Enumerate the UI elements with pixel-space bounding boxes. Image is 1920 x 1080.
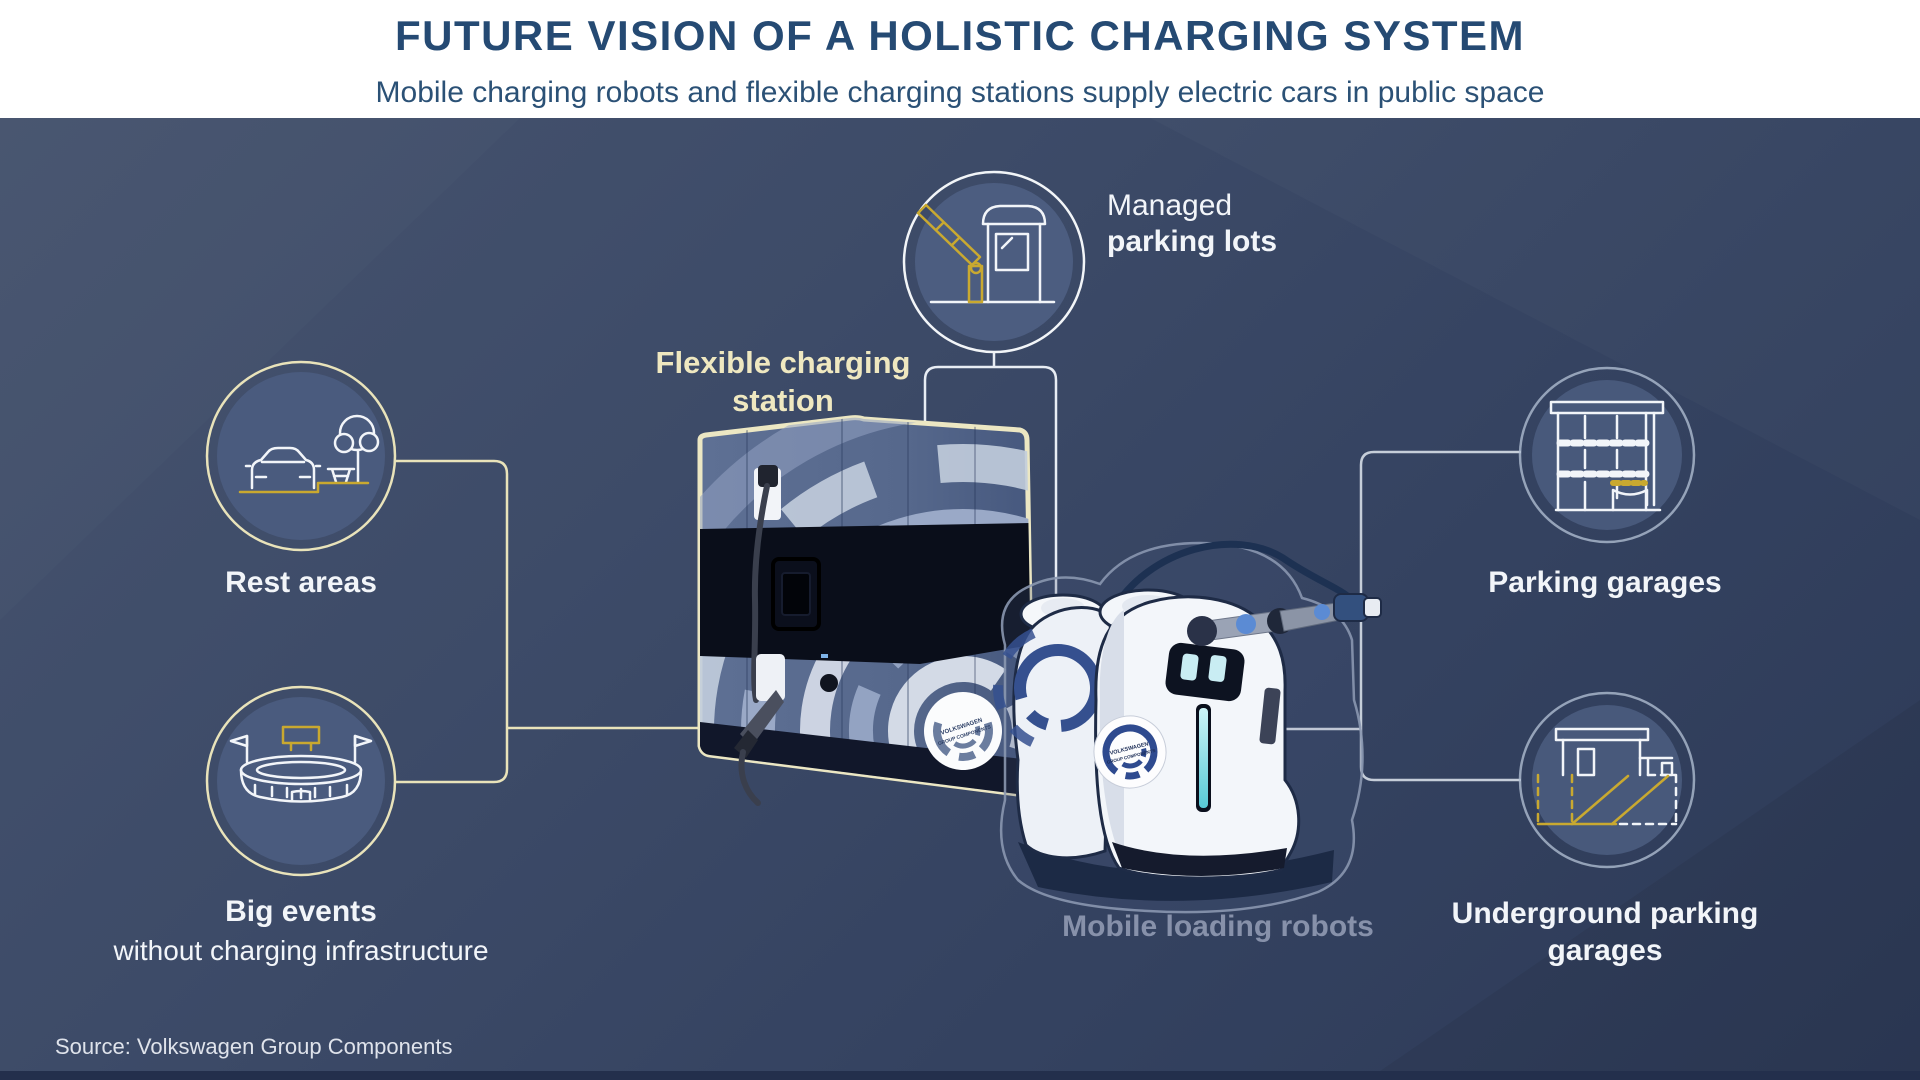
underground-parking-label-line1: Underground parking (1451, 897, 1759, 930)
robots-ground-shadow (1018, 842, 1334, 901)
rest-areas-ring (205, 360, 397, 552)
big-events-ring (205, 685, 397, 877)
stadium-icon (229, 725, 373, 803)
background-facet (1380, 700, 1920, 1071)
page-subtitle: Mobile charging robots and flexible char… (375, 76, 1545, 109)
station-upper-plug (758, 465, 778, 487)
rest-areas-label: Rest areas (225, 566, 377, 599)
robot-vw-components-logo: VOLKSWAGEN GROUP COMPONENTS (1093, 715, 1167, 789)
parking-garages-ring (1518, 366, 1696, 544)
station-base (700, 722, 1031, 796)
page-title: FUTURE VISION OF A HOLISTIC CHARGING SYS… (394, 12, 1526, 59)
station-knob (820, 674, 838, 692)
background-facet (0, 118, 520, 620)
left-connector-line (394, 459, 509, 784)
station-label-line2: station (732, 383, 834, 418)
right-connector-line (1359, 450, 1521, 782)
rear-robot (993, 593, 1123, 860)
underground-garage-ramp-icon (1536, 727, 1678, 826)
underground-parking-circle (1532, 705, 1682, 855)
underground-parking-node (1518, 691, 1696, 869)
robot-wheel-base (1112, 842, 1287, 876)
big-events-node (205, 685, 397, 877)
source-credit: Source: Volkswagen Group Components (55, 1034, 453, 1059)
parking-barrier-booth-icon (916, 203, 1056, 304)
big-events-label-line1: Big events (225, 895, 377, 928)
robot-plug (1333, 593, 1369, 622)
managed-parking-ring (902, 170, 1086, 354)
mobile-loading-robots-label: Mobile loading robots (1062, 910, 1374, 943)
robot-eye-left (1180, 653, 1199, 681)
managed-parking-label-line2: parking lots (1107, 225, 1278, 258)
robot-eye-right (1208, 655, 1227, 682)
big-events-circle (217, 697, 385, 865)
station-cable (751, 483, 770, 703)
managed-parking-lots-node (902, 170, 1086, 354)
underground-parking-label-line2: garages (1547, 934, 1663, 967)
station-plug-handle (740, 690, 784, 746)
underground-parking-label: Underground parking garages (1452, 895, 1759, 969)
car-picnic-tree-icon (238, 414, 380, 494)
robot-glow-strip (1199, 708, 1208, 808)
big-events-label: Big events without charging infrastructu… (113, 895, 488, 967)
robot-arm (1187, 593, 1382, 646)
big-events-label-line2: without charging infrastructure (113, 935, 489, 966)
header: FUTURE VISION OF A HOLISTIC CHARGING SYS… (0, 0, 1920, 118)
parking-garages-node (1518, 366, 1696, 544)
parking-garage-building-icon (1549, 400, 1665, 512)
station-lower-socket (756, 654, 785, 701)
robot-face (1165, 642, 1245, 702)
underground-parking-ring (1518, 691, 1696, 869)
mobile-loading-robots-illustration: VOLKSWAGEN GROUP COMPONENTS (993, 540, 1382, 914)
rest-areas-node (205, 360, 397, 552)
flexible-charging-station-illustration: VOLKSWAGEN GROUP COMPONENTS (697, 415, 1036, 806)
robot-charging-cable (1109, 540, 1356, 614)
managed-parking-label: Managed parking lots (1107, 188, 1277, 260)
parking-garages-label: Parking garages (1488, 566, 1722, 599)
station-black-band (700, 523, 1031, 664)
station-vw-components-logo: VOLKSWAGEN GROUP COMPONENTS (924, 692, 1002, 770)
front-robot: VOLKSWAGEN GROUP COMPONENTS (1093, 540, 1382, 880)
station-label-line1: Flexible charging (655, 345, 911, 380)
bottom-border-strip (0, 1071, 1920, 1080)
flexible-charging-station-label: Flexible charging station (656, 344, 911, 420)
managed-parking-label-line1: Managed (1107, 189, 1233, 222)
